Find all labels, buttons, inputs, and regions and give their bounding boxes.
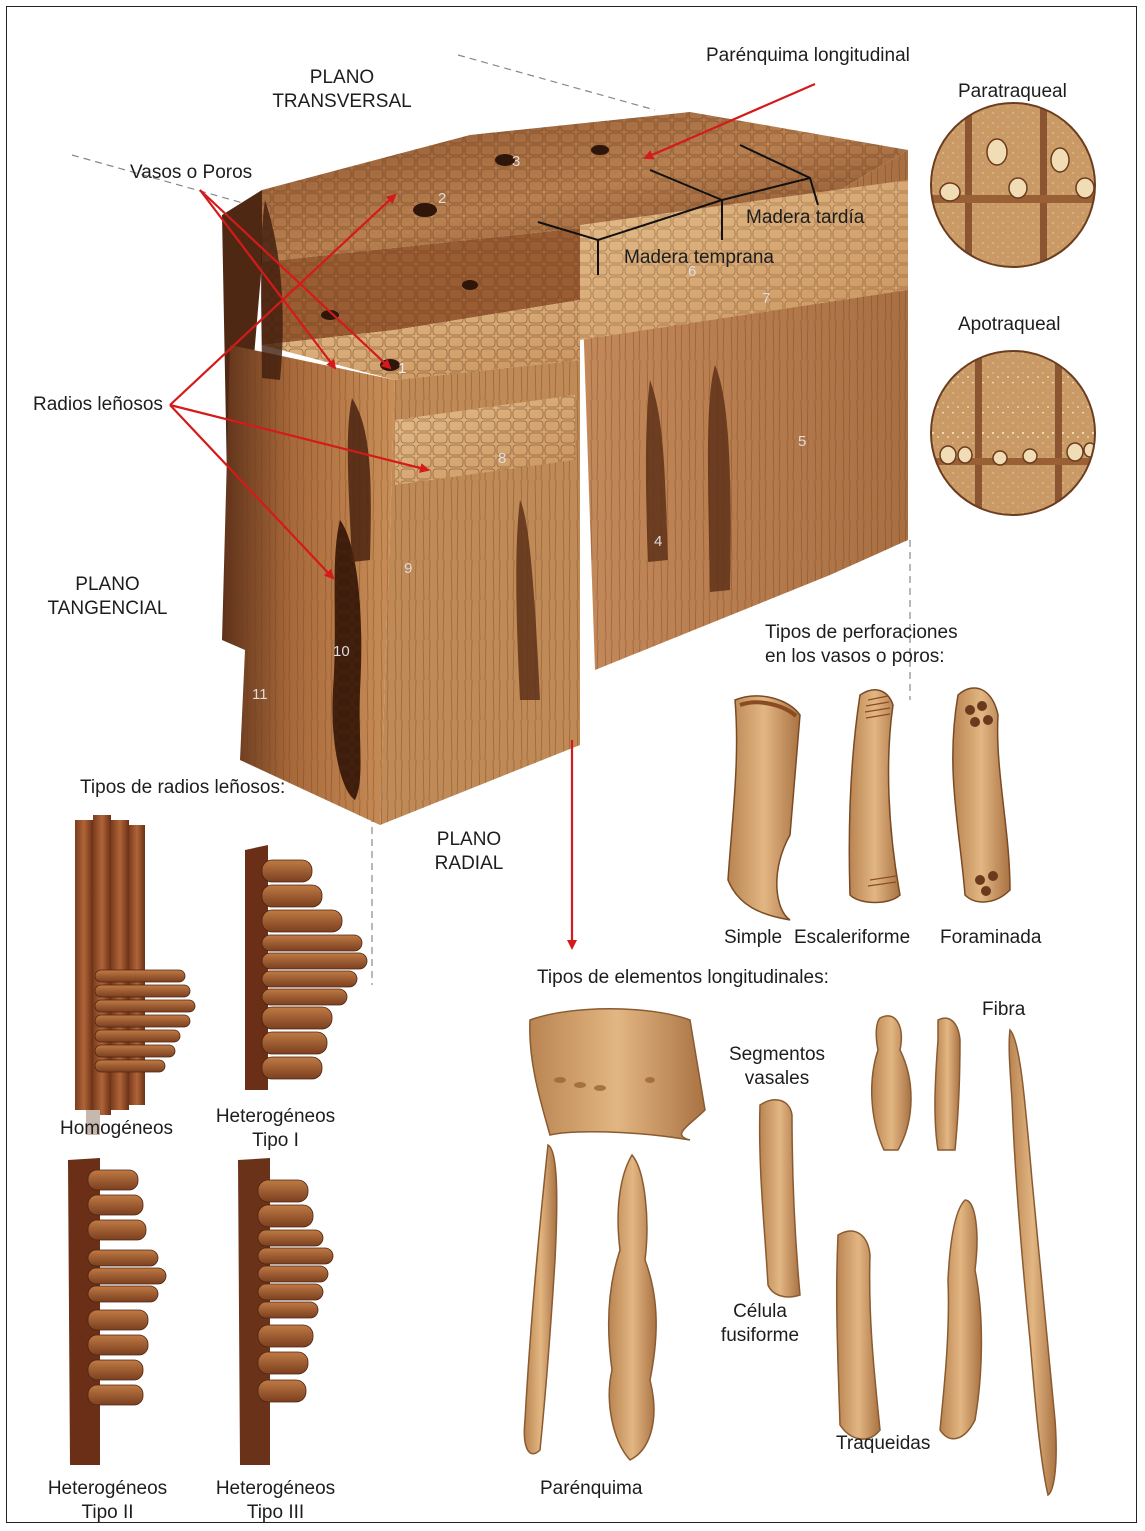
label-plano-transversal-line1: PLANO bbox=[262, 66, 422, 90]
label-het-tipo-ii-line1: Heterogéneos bbox=[40, 1477, 175, 1501]
label-plano-tangencial-line2: TANGENCIAL bbox=[30, 597, 185, 621]
label-fibra: Fibra bbox=[982, 998, 1025, 1022]
label-celula-fusiforme-line2: fusiforme bbox=[705, 1324, 815, 1348]
block-number-11: 11 bbox=[252, 683, 268, 707]
label-apotraqueal: Apotraqueal bbox=[958, 313, 1060, 337]
label-segmentos-vasales: Segmentos vasales bbox=[718, 1043, 836, 1091]
traqueidas-elements bbox=[837, 1016, 982, 1439]
label-vasos-poros: Vasos o Poros bbox=[130, 161, 252, 185]
label-tipos-radios: Tipos de radios leñosos: bbox=[80, 776, 285, 800]
label-radios-lenosos: Radios leñosos bbox=[33, 393, 163, 417]
block-number-10: 10 bbox=[333, 640, 350, 664]
label-escaleriforme: Escaleriforme bbox=[794, 926, 910, 950]
celula-fusiforme bbox=[760, 1100, 800, 1297]
label-plano-radial: PLANO RADIAL bbox=[410, 828, 528, 876]
label-simple: Simple bbox=[724, 926, 782, 950]
apotraqueal-circle bbox=[925, 345, 1105, 525]
label-tipos-elementos: Tipos de elementos longitudinales: bbox=[537, 966, 829, 990]
label-paratraqueal: Paratraqueal bbox=[958, 80, 1067, 104]
label-parenquima-longitudinal: Parénquima longitudinal bbox=[706, 44, 910, 68]
label-plano-transversal-line2: TRANSVERSAL bbox=[262, 90, 422, 114]
ray-heterogeneo-tipo-i bbox=[245, 845, 367, 1090]
label-het-tipo-i-line2: Tipo I bbox=[208, 1129, 343, 1153]
label-tipos-perforaciones-line2: en los vasos o poros: bbox=[765, 645, 958, 669]
block-number-4: 4 bbox=[654, 530, 662, 554]
perforation-simple bbox=[728, 696, 800, 920]
label-plano-radial-line1: PLANO bbox=[410, 828, 528, 852]
label-het-tipo-ii: Heterogéneos Tipo II bbox=[40, 1477, 175, 1525]
ray-heterogeneo-tipo-ii bbox=[68, 1158, 166, 1465]
label-parenquima: Parénquima bbox=[540, 1477, 642, 1501]
block-number-7: 7 bbox=[762, 287, 770, 311]
label-plano-tangencial-line1: PLANO bbox=[30, 573, 185, 597]
label-segmentos-vasales-line1: Segmentos bbox=[718, 1043, 836, 1067]
block-number-8: 8 bbox=[498, 447, 506, 471]
block-number-1: 1 bbox=[398, 357, 406, 381]
segmento-vasal bbox=[530, 1009, 705, 1140]
label-madera-tardia: Madera tardía bbox=[746, 206, 864, 230]
block-number-3: 3 bbox=[512, 150, 520, 174]
label-tipos-perforaciones-line1: Tipos de perforaciones bbox=[765, 621, 958, 645]
label-foraminada: Foraminada bbox=[940, 926, 1041, 950]
label-het-tipo-i-line1: Heterogéneos bbox=[208, 1105, 343, 1129]
label-tipos-perforaciones: Tipos de perforaciones en los vasos o po… bbox=[765, 621, 958, 669]
label-het-tipo-iii: Heterogéneos Tipo III bbox=[208, 1477, 343, 1525]
label-homogeneos: Homogéneos bbox=[60, 1117, 173, 1141]
label-celula-fusiforme-line1: Célula bbox=[705, 1300, 815, 1324]
block-number-9: 9 bbox=[404, 557, 412, 581]
perforation-escaleriforme bbox=[849, 690, 900, 903]
paratraqueal-circle bbox=[925, 95, 1105, 275]
label-plano-transversal: PLANO TRANSVERSAL bbox=[262, 66, 422, 114]
label-het-tipo-ii-line2: Tipo II bbox=[40, 1501, 175, 1525]
parenquima-elements bbox=[524, 1145, 656, 1460]
ray-homogeneo bbox=[75, 815, 195, 1135]
label-plano-tangencial: PLANO TANGENCIAL bbox=[30, 573, 185, 621]
block-number-5: 5 bbox=[798, 430, 806, 454]
label-plano-radial-line2: RADIAL bbox=[410, 852, 528, 876]
label-het-tipo-iii-line1: Heterogéneos bbox=[208, 1477, 343, 1501]
label-madera-temprana: Madera temprana bbox=[624, 246, 774, 270]
label-segmentos-vasales-line2: vasales bbox=[718, 1067, 836, 1091]
ray-heterogeneo-tipo-iii bbox=[238, 1158, 333, 1465]
fibra-element bbox=[1009, 1030, 1056, 1495]
perforation-foraminada bbox=[953, 688, 1010, 902]
label-het-tipo-iii-line2: Tipo III bbox=[208, 1501, 343, 1525]
label-traqueidas: Traqueidas bbox=[836, 1432, 930, 1456]
label-het-tipo-i: Heterogéneos Tipo I bbox=[208, 1105, 343, 1153]
block-number-2: 2 bbox=[438, 187, 446, 211]
label-celula-fusiforme: Célula fusiforme bbox=[705, 1300, 815, 1348]
